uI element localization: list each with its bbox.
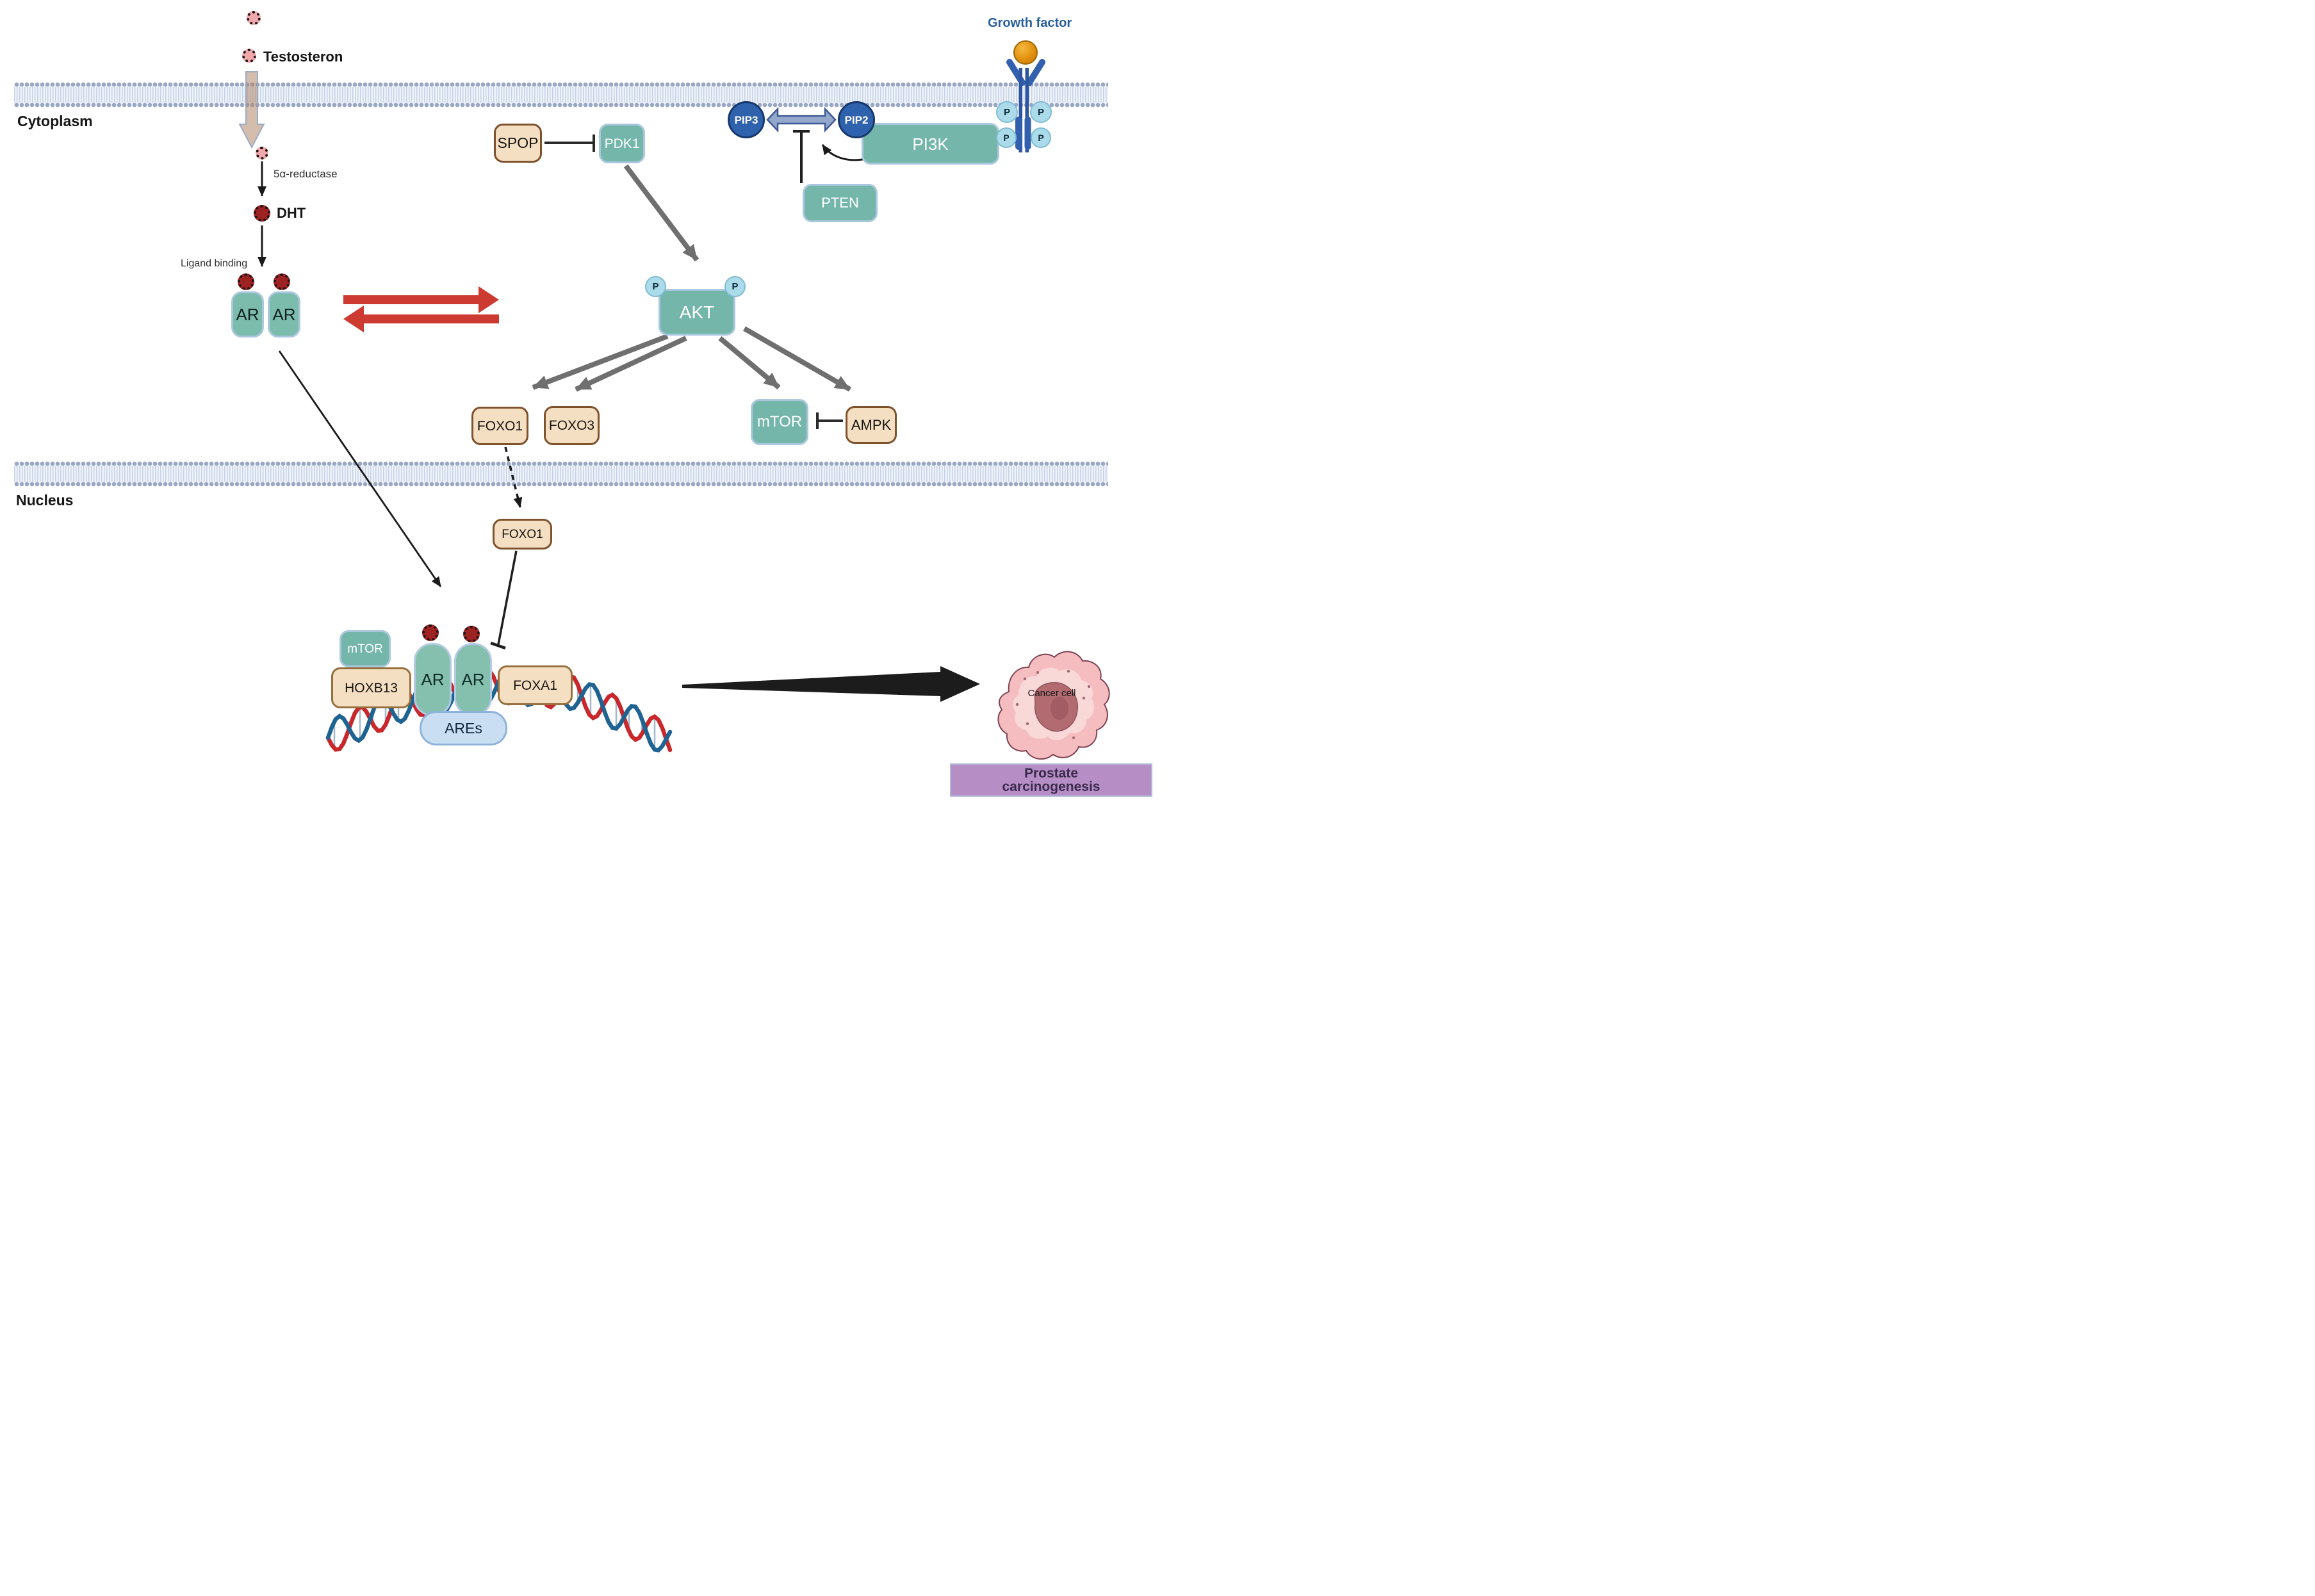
node-ar-left: AR <box>231 291 264 338</box>
node-pip3: PIP3 <box>728 101 765 138</box>
node-mtor-nuclear: mTOR <box>339 630 391 667</box>
inhibition-bar-foxo1 <box>490 641 506 650</box>
node-pdk1: PDK1 <box>599 124 645 163</box>
arrow-akt-to-foxo1 <box>532 334 669 390</box>
cytoplasm-label: Cytoplasm <box>17 113 93 129</box>
diagram-artwork <box>238 59 1110 760</box>
node-akt: AKT <box>659 289 735 336</box>
node-spop: SPOP <box>494 124 542 163</box>
phosphate-icon: P <box>996 101 1018 123</box>
inhibition-foxo1-ar <box>497 550 518 645</box>
arrow-pi3k-conversion <box>821 144 867 161</box>
node-ar-right: AR <box>268 291 300 338</box>
testosterone-label: Testosteron <box>263 49 343 65</box>
node-pi3k: PI3K <box>862 123 999 165</box>
node-foxo1-nuclear: FOXO1 <box>493 519 552 550</box>
testosterone-entry-arrow <box>238 71 265 149</box>
phosphate-icon: P <box>996 127 1017 148</box>
cancer-cell-icon <box>997 651 1110 760</box>
dht-label: DHT <box>277 205 306 221</box>
phosphate-icon: P <box>1030 101 1052 123</box>
dht-molecule-icon <box>238 273 254 290</box>
dashed-arrow-foxo1-translocation <box>504 446 523 508</box>
node-pip2: PIP2 <box>838 101 875 138</box>
node-ampk: AMPK <box>846 406 897 444</box>
nuclear-membrane <box>14 461 1108 487</box>
phosphate-icon: P <box>645 276 666 297</box>
arrow-to-cancer-cell <box>682 666 980 702</box>
dht-molecule-icon <box>422 624 439 641</box>
double-arrow-pip3-pip2 <box>766 106 837 133</box>
nucleus-label: Nucleus <box>16 492 74 509</box>
node-ar-nuclear-left: AR <box>414 643 452 716</box>
node-mtor: mTOR <box>751 399 808 445</box>
growth-factor-label: Growth factor <box>988 16 1072 30</box>
arrow-akt-to-foxo3 <box>575 336 687 392</box>
testosterone-molecule-icon <box>242 49 256 63</box>
red-arrow-ar-to-akt <box>343 286 499 313</box>
arrow-akt-to-ampk <box>743 326 851 392</box>
dht-molecule-icon <box>254 205 270 222</box>
dht-molecule-icon <box>274 273 290 290</box>
testosterone-molecule-icon <box>256 147 268 159</box>
node-ares: AREs <box>420 711 507 745</box>
reductase-label: 5α-reductase <box>274 168 338 180</box>
arrow-akt-to-mtor <box>718 336 781 390</box>
dht-molecule-icon <box>463 626 480 642</box>
growth-factor-receptor-icon <box>1006 59 1045 152</box>
testosterone-molecule-icon <box>247 11 261 25</box>
red-arrow-akt-to-ar <box>343 305 499 332</box>
outcome-line2: carcinogenesis <box>1002 779 1100 794</box>
node-foxo3: FOXO3 <box>544 406 600 445</box>
node-pten: PTEN <box>803 184 878 222</box>
phosphate-icon: P <box>724 276 746 297</box>
arrow-ar-to-nucleus <box>278 350 442 587</box>
growth-factor-icon <box>1013 40 1038 65</box>
pathway-diagram: Cytoplasm Nucleus Testosteron 5α-reducta… <box>0 0 1158 798</box>
outcome-line1: Prostate <box>1024 766 1079 781</box>
node-foxo1: FOXO1 <box>471 407 528 445</box>
arrow-pdk1-to-akt <box>623 164 699 262</box>
plasma-membrane <box>14 82 1108 108</box>
node-foxa1: FOXA1 <box>498 665 573 705</box>
ligand-binding-label: Ligand binding <box>181 258 248 269</box>
phosphate-icon: P <box>1031 127 1051 148</box>
node-ar-nuclear-right: AR <box>454 643 492 716</box>
prostate-carcinogenesis-box: Prostate carcinogenesis <box>950 763 1152 797</box>
node-hoxb13: HOXB13 <box>331 667 411 708</box>
cancer-cell-label: Cancer cell <box>1027 688 1076 699</box>
